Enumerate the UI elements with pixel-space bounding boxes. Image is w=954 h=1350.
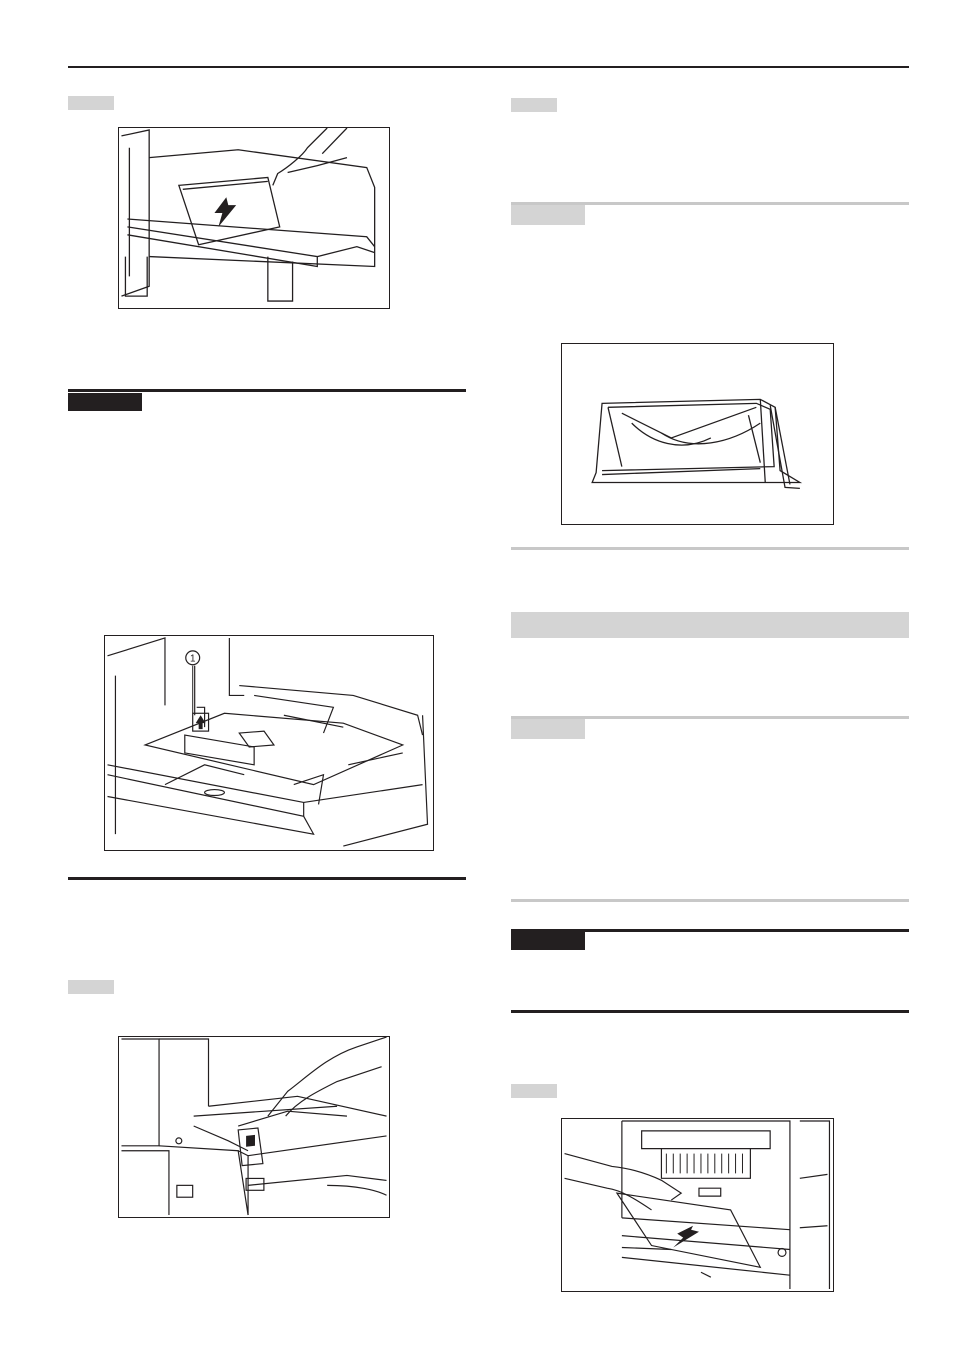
wrapped-paper-package-illustration — [591, 398, 803, 490]
section-rule — [511, 202, 909, 205]
note-tag — [511, 719, 585, 739]
section-rule — [68, 877, 466, 880]
figure-tray-lift: 1 — [104, 635, 434, 851]
section-rule — [68, 389, 466, 392]
note-tag — [511, 932, 585, 950]
figure-bypass-tray — [561, 1118, 834, 1292]
section-rule — [511, 929, 909, 932]
section-rule — [511, 899, 909, 902]
callout-number: 1 — [190, 654, 196, 665]
page-header-rule — [68, 66, 909, 68]
bypass-tray-open-illustration — [564, 1120, 831, 1290]
note-tag — [511, 205, 585, 225]
step-tag — [68, 96, 114, 110]
step-tag — [511, 1084, 557, 1098]
step-tag — [68, 980, 114, 994]
section-rule — [511, 1010, 909, 1013]
note-tag — [68, 393, 142, 411]
section-heading-band — [511, 612, 909, 638]
section-rule — [511, 716, 909, 719]
step-tag — [511, 98, 557, 112]
figure-tray-loading — [118, 127, 390, 309]
tray-plate-lift-illustration: 1 — [107, 637, 429, 847]
figure-tray-label — [118, 1036, 390, 1218]
section-rule — [511, 547, 909, 550]
paper-into-tray-illustration — [121, 128, 376, 302]
tray-size-label-illustration — [121, 1037, 387, 1216]
figure-paper-package — [561, 343, 834, 525]
